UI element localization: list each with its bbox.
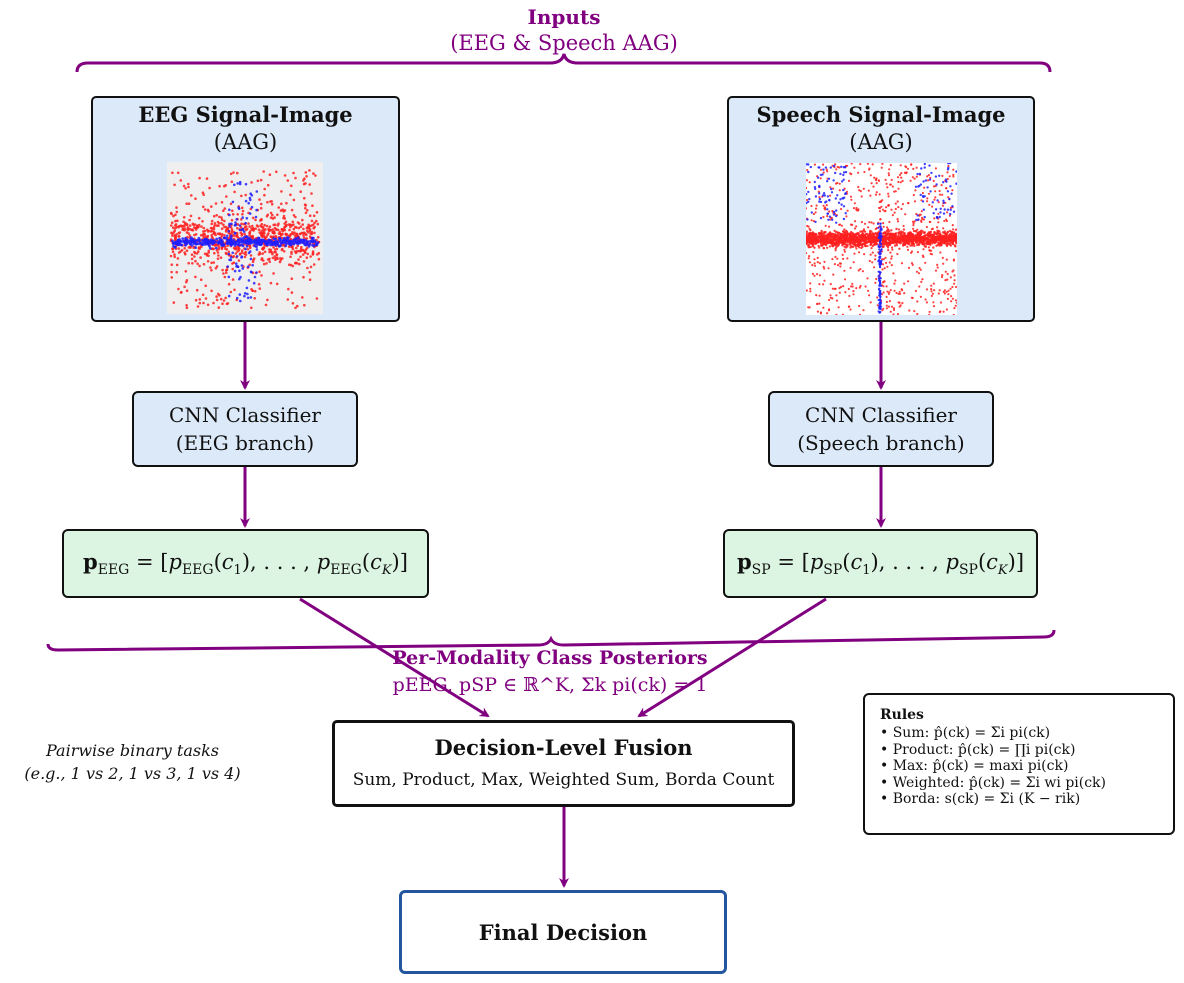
eeg-signal-image-panel: EEG Signal-Image (AAG) [91, 96, 400, 322]
speech-aag-image [806, 163, 957, 315]
eeg-posterior-c1: c [221, 549, 234, 574]
speech-posterior-pK: p [945, 549, 959, 574]
arrow-eeg-posterior-to-fusion [299, 597, 490, 718]
final-decision-label: Final Decision [478, 919, 648, 945]
rule-product: • Product: p̂(ck) = ∏i pi(ck) [880, 741, 1076, 758]
speech-posterior-eq: = [ [770, 549, 810, 574]
eeg-posterior-dots: ), . . . , [241, 549, 317, 574]
arrow-speech-posterior-to-fusion [637, 597, 827, 718]
speech-posterior-dots: ), . . . , [870, 549, 946, 574]
eeg-posterior-sub1: EEG [181, 562, 214, 579]
inputs-brace [75, 53, 1052, 73]
fusion-methods: Sum, Product, Max, Weighted Sum, Borda C… [352, 770, 775, 790]
eeg-panel-subtitle: (AAG) [213, 130, 278, 154]
posteriors-formula: pEEG, pSP ∈ ℝ^K, Σk pi(ck) = 1 [392, 674, 708, 696]
eeg-posterior-symbol: p [83, 548, 98, 574]
speech-posterior-sub1: SP [823, 562, 843, 579]
speech-cnn-classifier: CNN Classifier (Speech branch) [768, 391, 994, 467]
decision-level-fusion-box: Decision-Level Fusion Sum, Product, Max,… [332, 720, 795, 807]
posteriors-brace [46, 629, 1056, 652]
eeg-posterior-subscript: EEG [97, 562, 130, 579]
rule-sum: • Sum: p̂(ck) = Σi pi(ck) [880, 725, 1051, 741]
rules-title: Rules [880, 707, 924, 723]
speech-posterior-close: )] [1007, 549, 1025, 574]
speech-posterior-p1: p [809, 549, 824, 574]
speech-posterior-vector: pSP = [pSP(c1), . . . , pSP(cK)] [723, 529, 1038, 598]
eeg-posterior-cK: c [370, 549, 382, 574]
speech-posterior-cK: c [986, 549, 998, 574]
speech-posterior-i1: 1 [862, 563, 871, 579]
rule-borda: • Borda: s(ck) = Σi (K − rik) [880, 791, 1081, 807]
eeg-cnn-line2: (EEG branch) [175, 431, 315, 455]
posteriors-title: Per-Modality Class Posteriors [392, 647, 708, 669]
rules-box: Rules • Sum: p̂(ck) = Σi pi(ck) • Produc… [863, 693, 1175, 835]
speech-posterior-subscript: SP [751, 562, 771, 579]
final-decision-box: Final Decision [399, 890, 727, 974]
inputs-title: Inputs [527, 5, 601, 29]
eeg-posterior-subK: EEG [330, 562, 362, 579]
rules-list: • Sum: p̂(ck) = Σi pi(ck) • Product: p̂(… [880, 725, 1106, 808]
inputs-subtitle: (EEG & Speech AAG) [450, 31, 678, 55]
eeg-aag-image [167, 162, 323, 314]
eeg-posterior-close: )] [391, 549, 408, 574]
pairwise-note-line1: Pairwise binary tasks [46, 741, 219, 760]
speech-posterior-subK: SP [958, 562, 978, 579]
speech-posterior-symbol: p [736, 548, 752, 574]
eeg-posterior-iK: K [381, 563, 392, 579]
speech-posterior-c1: c [850, 549, 863, 574]
eeg-cnn-classifier: CNN Classifier (EEG branch) [132, 391, 358, 467]
speech-panel-subtitle: (AAG) [849, 130, 913, 154]
fusion-title: Decision-Level Fusion [434, 735, 693, 760]
pairwise-note-line2: (e.g., 1 vs 2, 1 vs 3, 1 vs 4) [24, 764, 241, 783]
speech-cnn-line2: (Speech branch) [797, 431, 965, 455]
rule-max: • Max: p̂(ck) = maxi pi(ck) [880, 758, 1069, 774]
eeg-posterior-p1: p [168, 549, 182, 574]
eeg-cnn-line1: CNN Classifier [169, 403, 321, 427]
eeg-posterior-eq: = [ [129, 549, 169, 574]
speech-panel-title: Speech Signal-Image [756, 102, 1006, 127]
eeg-posterior-pK: p [316, 549, 331, 574]
eeg-posterior-i1: 1 [233, 563, 242, 579]
eeg-posterior-vector: pEEG = [pEEG(c1), . . . , pEEG(cK)] [62, 529, 429, 598]
speech-posterior-iK: K [997, 563, 1008, 579]
eeg-panel-title: EEG Signal-Image [138, 102, 353, 127]
speech-cnn-line1: CNN Classifier [805, 403, 957, 427]
speech-signal-image-panel: Speech Signal-Image (AAG) [727, 96, 1035, 322]
rule-weighted: • Weighted: p̂(ck) = Σi wi pi(ck) [880, 774, 1107, 791]
